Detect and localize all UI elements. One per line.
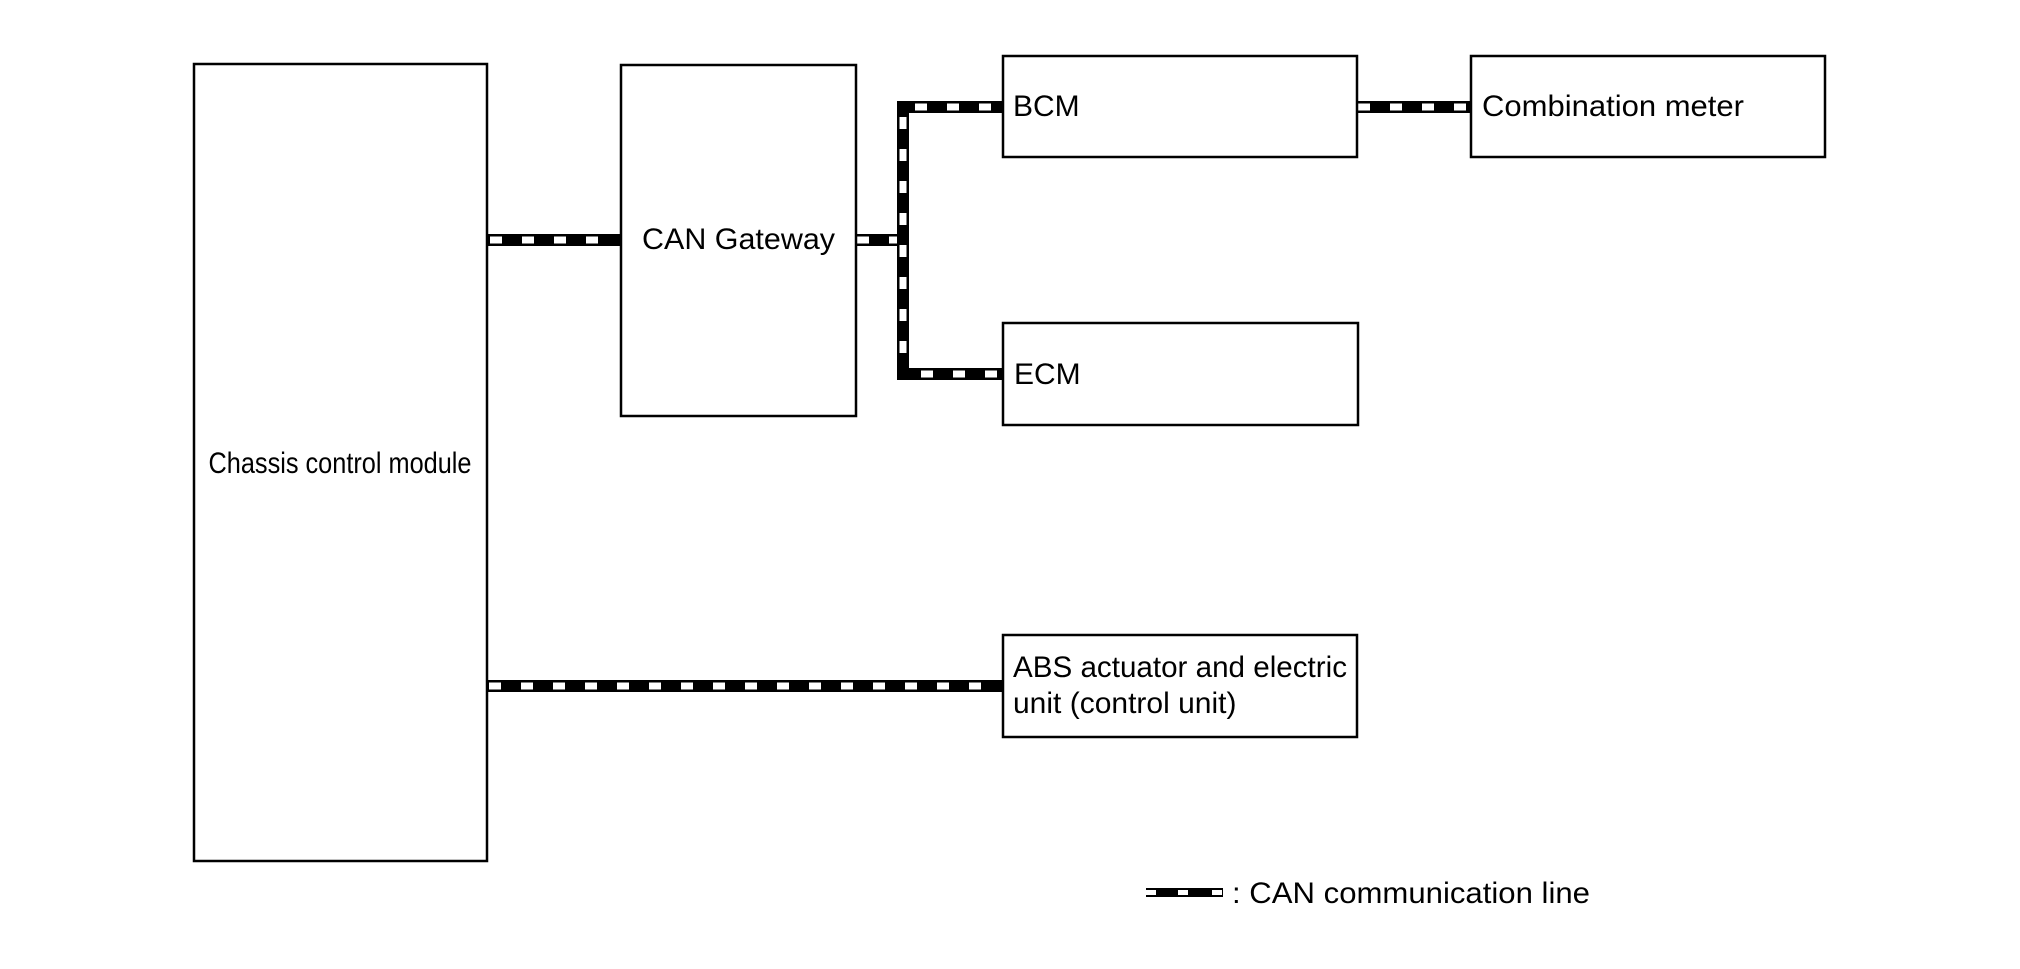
can-line-bus-ecm-dash <box>985 370 997 378</box>
can-line-bcm-meter-band <box>1357 101 1471 113</box>
can-line-vertical-bus <box>897 101 909 380</box>
can-line-chassis-gateway-dash <box>490 236 502 244</box>
can-line-vertical-bus-dash <box>899 277 907 289</box>
node-can-gateway: CAN Gateway <box>619 63 858 418</box>
can-line-bus-ecm-dash <box>953 370 965 378</box>
abs-actuator-box <box>1001 633 1359 739</box>
can-line-vertical-bus-dash <box>899 213 907 225</box>
can-line-gateway-bus-dash <box>857 236 869 244</box>
combination-meter-box <box>1469 54 1827 159</box>
legend-symbol-dash <box>1212 890 1222 895</box>
can-line-vertical-bus-dash <box>899 117 907 129</box>
legend-symbol-dash <box>1178 890 1188 895</box>
can-line-bus-ecm <box>897 368 1003 380</box>
can-line-chassis-abs-dash <box>937 682 949 690</box>
combination-meter-label: Combination meter <box>1482 90 1744 123</box>
node-combination-meter: Combination meter <box>1469 54 1827 159</box>
node-abs-actuator: ABS actuator and electric unit (control … <box>1001 633 1359 739</box>
can-line-bcm-meter-dash <box>1454 103 1466 111</box>
can-line-icon <box>1146 888 1223 897</box>
can-line-chassis-gateway <box>488 234 621 246</box>
can-line-chassis-abs-dash <box>553 682 565 690</box>
can-line-chassis-abs-dash <box>809 682 821 690</box>
can-line-chassis-abs-dash <box>873 682 885 690</box>
can-gateway-box <box>619 63 858 418</box>
can-line-chassis-gateway-dash <box>586 236 598 244</box>
chassis-control-module-box <box>192 62 489 863</box>
legend-label: : CAN communication line <box>1232 877 1590 910</box>
legend-symbol-dash <box>1146 890 1156 895</box>
can-line-bus-bcm-dash <box>947 103 959 111</box>
can-line-chassis-abs-dash <box>617 682 629 690</box>
node-chassis-control-module: Chassis control module <box>192 62 489 863</box>
can-line-chassis-abs-dash <box>585 682 597 690</box>
abs-actuator-label-line-2: unit (control unit) <box>1013 687 1236 720</box>
ecm-label: ECM <box>1014 358 1081 391</box>
can-line-vertical-bus-dash <box>899 309 907 321</box>
chassis-control-module-label: Chassis control module <box>209 447 472 480</box>
can-line-vertical-bus-dash <box>899 245 907 257</box>
can-line-chassis-abs-dash <box>713 682 725 690</box>
can-line-vertical-bus-dash <box>899 149 907 161</box>
can-line-chassis-abs-dash <box>841 682 853 690</box>
can-line-chassis-abs-dash <box>777 682 789 690</box>
can-line-vertical-bus-dash <box>899 341 907 353</box>
bcm-box <box>1001 54 1359 159</box>
can-line-bus-ecm-dash <box>921 370 933 378</box>
can-line-chassis-abs-dash <box>745 682 757 690</box>
can-line-gateway-bus-dash <box>889 236 901 244</box>
node-ecm: ECM <box>1001 321 1360 427</box>
can-line-bus-bcm-dash <box>979 103 991 111</box>
can-gateway-label: CAN Gateway <box>642 223 835 256</box>
can-line-chassis-abs-dash <box>521 682 533 690</box>
can-line-vertical-bus-dash <box>899 181 907 193</box>
can-line-chassis-abs-dash <box>905 682 917 690</box>
can-line-chassis-abs-dash <box>489 682 501 690</box>
ecm-box <box>1001 321 1360 427</box>
can-line-chassis-abs-dash <box>969 682 981 690</box>
can-line-bus-bcm <box>897 101 1003 113</box>
bcm-label: BCM <box>1013 90 1080 123</box>
can-lines <box>488 101 1471 692</box>
can-line-chassis-gateway-dash <box>522 236 534 244</box>
can-line-chassis-abs-dash <box>681 682 693 690</box>
can-line-chassis-abs <box>488 680 1003 692</box>
can-line-vertical-bus-band <box>897 101 909 380</box>
can-line-chassis-gateway-dash <box>554 236 566 244</box>
abs-actuator-label-line-1: ABS actuator and electric <box>1013 651 1347 684</box>
node-bcm: BCM <box>1001 54 1359 159</box>
can-line-bcm-meter <box>1357 101 1471 113</box>
can-line-bcm-meter-dash <box>1422 103 1434 111</box>
can-line-gateway-bus <box>856 234 909 246</box>
can-line-bus-bcm-dash <box>915 103 927 111</box>
can-line-chassis-abs-dash <box>649 682 661 690</box>
legend: : CAN communication line <box>1146 877 1590 910</box>
can-line-bcm-meter-dash <box>1358 103 1370 111</box>
can-line-bcm-meter-dash <box>1390 103 1402 111</box>
